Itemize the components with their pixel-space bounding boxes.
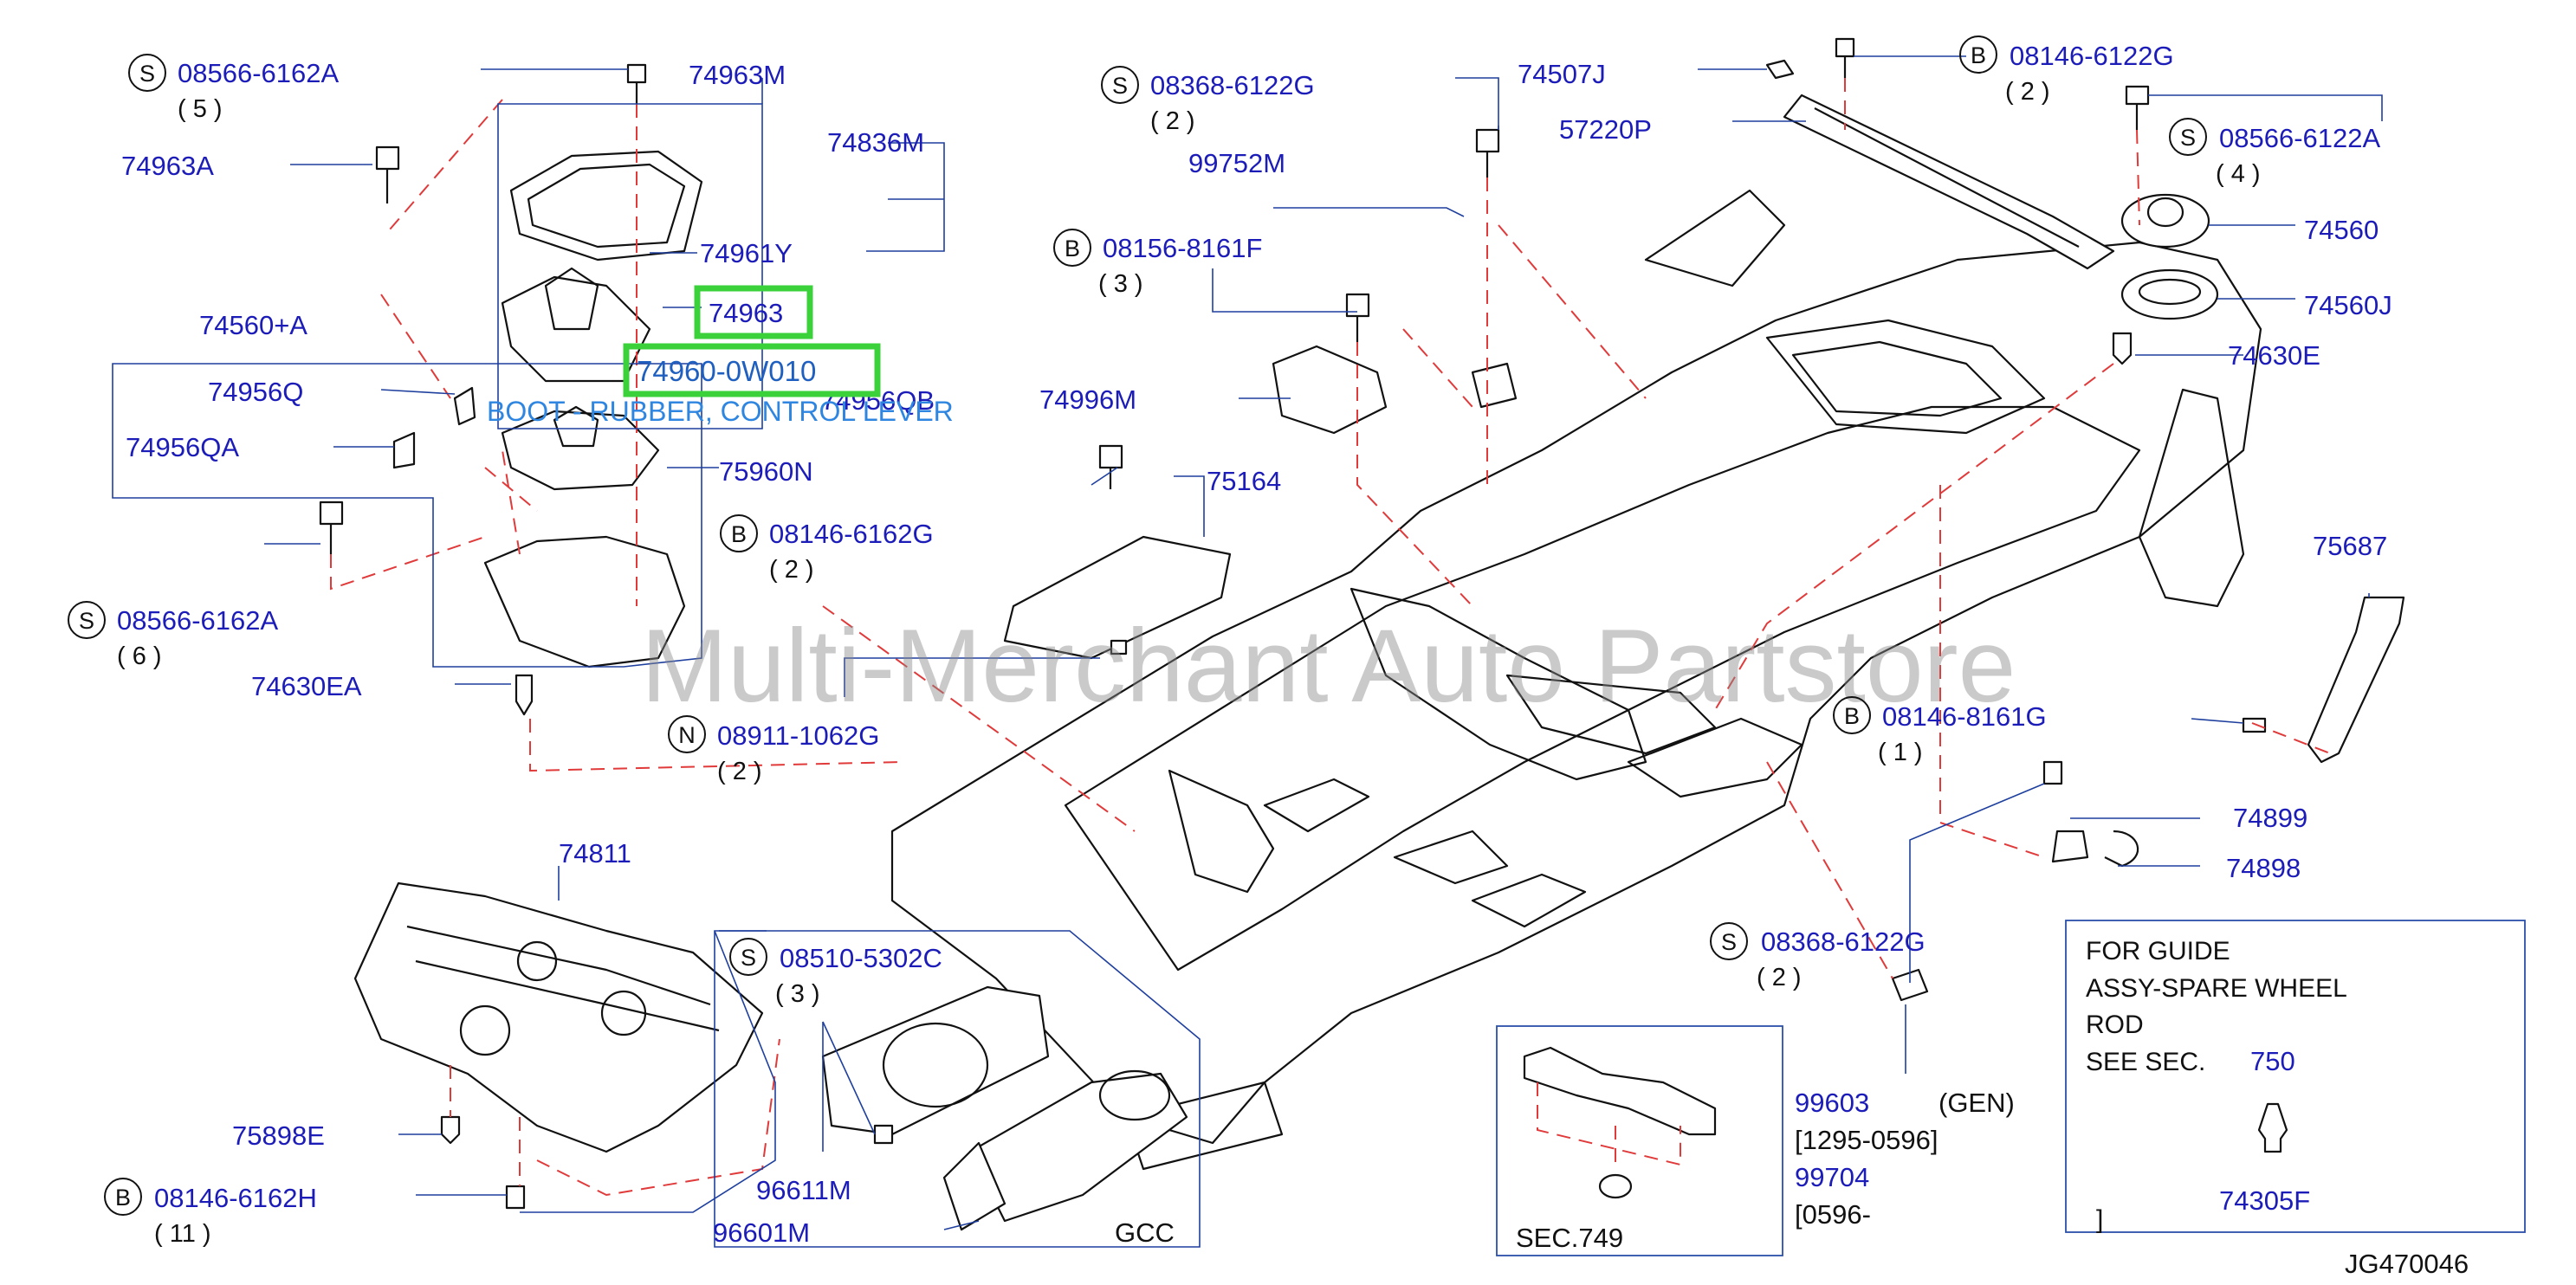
date-range-2: [0596- [1795,1199,1871,1230]
heat-insulator-drawing [353,881,764,1153]
label-08566-6162a-top[interactable]: 08566-6162A [178,58,339,88]
label-08566-6162a-left[interactable]: 08566-6162A [117,605,278,636]
label-75898e[interactable]: 75898E [232,1120,325,1151]
sec-749-box [1496,1025,1783,1256]
label-74963a[interactable]: 74963A [121,151,214,181]
brackets-drawing [392,386,476,469]
qty-6: ( 6 ) [117,642,162,670]
highlight-label-74963[interactable]: 74963 [709,298,783,328]
cross-member-drawing [1783,94,2115,270]
shift-boot-assembly-drawing [483,150,703,668]
sec-749-label: SEC.749 [1516,1223,1623,1253]
label-74560j[interactable]: 74560J [2304,290,2392,320]
label-08368-6122g-bottom[interactable]: 08368-6122G [1761,927,1926,957]
svg-text:ASSY-SPARE WHEEL: ASSY-SPARE WHEEL [2086,974,2347,1003]
label-08566-6122a[interactable]: 08566-6122A [2219,123,2380,153]
label-74899[interactable]: 74899 [2233,803,2307,833]
highlight-box-part-number [623,343,881,397]
fasteners [319,37,2267,1210]
svg-text:N: N [678,722,696,748]
svg-text:S: S [1112,73,1128,99]
label-74630e[interactable]: 74630E [2228,340,2320,371]
callout-labels: 08566-6162A ( 5 ) 74963M 74836M 74963A 7… [117,41,2392,1253]
qty-1: ( 1 ) [1878,739,1923,766]
svg-text:]: ] [2096,1205,2103,1234]
highlight-description: BOOT - RUBBER, CONTROL LEVER [487,396,954,427]
label-74560[interactable]: 74560 [2304,215,2379,245]
label-08510-5302c[interactable]: 08510-5302C [780,943,942,973]
diagram-id: JG470046 [2345,1249,2469,1279]
label-74996m[interactable]: 74996M [1039,384,1136,415]
qty-3b: ( 3 ) [775,980,820,1008]
qty-4: ( 4 ) [2216,160,2261,188]
push-clip-74305f [2257,1102,2288,1153]
watermark: Multi-Merchant Auto Partstore [641,608,2016,724]
label-74956qa[interactable]: 74956QA [126,432,239,462]
jack-assembly-drawing [821,985,1188,1231]
svg-text:B: B [1971,42,1986,68]
svg-text:FOR GUIDE: FOR GUIDE [2086,937,2230,965]
svg-text:B: B [115,1185,131,1211]
label-74630ea[interactable]: 74630EA [251,671,362,701]
sec-749-part-drawing [1523,1046,1717,1199]
note-text: FOR GUIDE ASSY-SPARE WHEEL ROD SEE SEC. … [2086,937,2347,1234]
label-gen: (GEN) [1938,1088,2015,1118]
label-74963m[interactable]: 74963M [689,60,786,90]
label-gcc: GCC [1115,1217,1175,1248]
qty-2c: ( 2 ) [1150,107,1195,135]
label-74836m[interactable]: 74836M [827,127,924,158]
note-sec-750[interactable]: 750 [2250,1046,2295,1076]
label-08146-6162g[interactable]: 08146-6162G [769,519,934,549]
label-08146-8161g[interactable]: 08146-8161G [1882,701,2047,732]
qty-11: ( 11 ) [154,1220,211,1248]
label-96601m[interactable]: 96601M [713,1217,810,1248]
svg-text:S: S [2180,125,2196,151]
label-75960n[interactable]: 75960N [719,456,813,487]
svg-text:S: S [79,608,94,634]
svg-text:S: S [1721,929,1737,955]
label-74560a[interactable]: 74560+A [199,310,307,340]
label-08911-1062g[interactable]: 08911-1062G [717,720,879,751]
qty-5: ( 5 ) [178,95,223,123]
label-99752m[interactable]: 99752M [1188,148,1285,178]
svg-text:B: B [731,521,747,547]
label-99704[interactable]: 99704 [1795,1162,1869,1192]
label-75164[interactable]: 75164 [1207,466,1281,496]
svg-text:S: S [139,61,155,87]
qty-3a: ( 3 ) [1098,270,1143,298]
highlight-box-74963 [694,285,813,339]
qty-2b: ( 2 ) [717,758,762,785]
label-75687[interactable]: 75687 [2313,531,2387,561]
svg-text:SEE SEC.: SEE SEC. [2086,1048,2205,1076]
label-74507j[interactable]: 74507J [1518,59,1606,89]
label-74956q[interactable]: 74956Q [208,377,303,407]
label-74898[interactable]: 74898 [2226,853,2301,883]
leader-lines [112,55,2383,1248]
qty-2a: ( 2 ) [769,556,814,584]
prefix-circles: S S B S B B S N B S S B [68,36,2207,1216]
note-box [2065,920,2526,1233]
label-74305f[interactable]: 74305F [2219,1185,2310,1216]
label-74961y[interactable]: 74961Y [700,238,793,268]
svg-text:ROD: ROD [2086,1011,2144,1039]
svg-text:S: S [741,945,756,971]
label-08368-6122g-top[interactable]: 08368-6122G [1150,70,1315,100]
right-parts-drawing [2051,193,2405,868]
qty-2d: ( 2 ) [2005,78,2050,106]
highlighted-part: 74963 74960-0W010 BOOT - RUBBER, CONTROL… [487,285,954,427]
highlight-part-number[interactable]: 74960-0W010 [637,355,816,387]
svg-text:B: B [1844,703,1860,729]
label-08156-8161f[interactable]: 08156-8161F [1103,233,1262,263]
label-57220p[interactable]: 57220P [1559,114,1652,145]
label-08146-6162h[interactable]: 08146-6162H [154,1183,317,1213]
label-74811[interactable]: 74811 [559,838,631,869]
svg-text:B: B [1065,236,1080,262]
label-99603[interactable]: 99603 [1795,1088,1869,1118]
qty-2e: ( 2 ) [1757,964,1802,991]
label-96611m[interactable]: 96611M [756,1175,851,1205]
label-08146-6122g[interactable]: 08146-6122G [2010,41,2174,71]
date-range-1: [1295-0596] [1795,1125,1938,1155]
alignment-lines [330,78,2331,1197]
